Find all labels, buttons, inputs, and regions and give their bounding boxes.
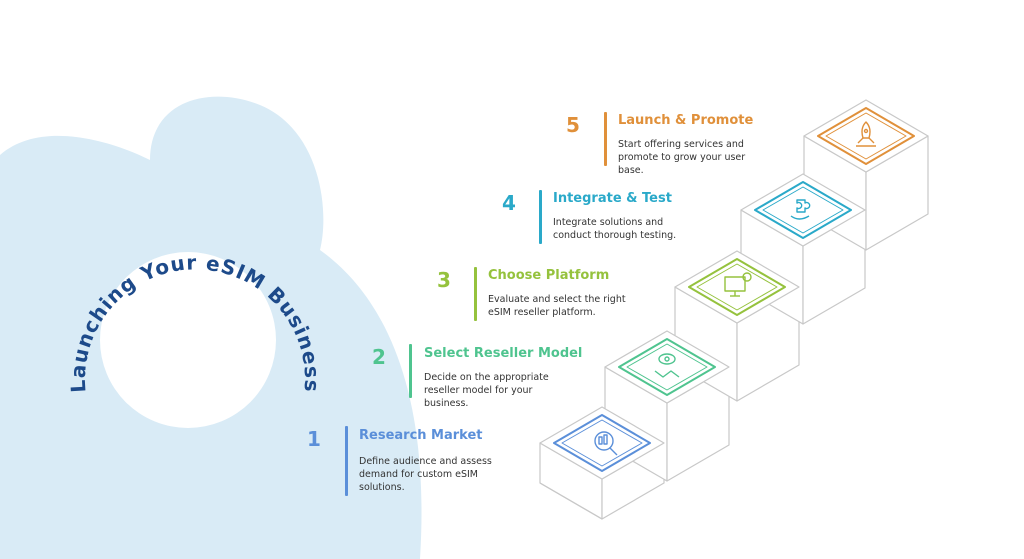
stair-highlight	[754, 181, 852, 239]
stair-highlight-inner	[825, 112, 907, 160]
step-title: Choose Platform	[488, 268, 610, 283]
step-number: 4	[502, 191, 516, 215]
stair-highlight-inner	[696, 263, 778, 311]
step-description: Evaluate and select the right eSIM resel…	[488, 294, 626, 318]
step-title: Launch & Promote	[618, 113, 754, 128]
step-title: Integrate & Test	[553, 191, 672, 206]
step-number: 3	[437, 268, 451, 292]
step-accent-bar	[409, 344, 412, 398]
step-description: Define audience and assess demand for cu…	[359, 456, 492, 493]
stair-highlight	[618, 338, 716, 396]
blob-shape	[0, 96, 422, 559]
step-description: Start offering services and promote to g…	[618, 139, 746, 176]
stair-highlight-inner	[561, 419, 643, 467]
step-number: 1	[307, 427, 321, 451]
stair-base	[539, 482, 603, 520]
magnifier-chart-icon	[594, 431, 618, 456]
stair-highlight	[817, 107, 915, 165]
step-accent-bar	[539, 190, 542, 244]
step-accent-bar	[474, 267, 477, 321]
puzzle-hand-icon	[790, 199, 811, 220]
step-title: Select Reseller Model	[424, 346, 583, 361]
step-description: Integrate solutions and conduct thorough…	[553, 217, 677, 241]
step-description: Decide on the appropriate reseller model…	[424, 372, 549, 409]
step-number: 2	[372, 345, 386, 369]
monitor-gear-icon	[724, 272, 752, 297]
step-accent-bar	[604, 112, 607, 166]
step-title: Research Market	[359, 428, 483, 443]
stair-highlight-inner	[762, 186, 844, 234]
stair-highlight-inner	[626, 343, 708, 391]
step-accent-bar	[345, 426, 348, 496]
rocket-icon	[856, 121, 876, 147]
step-number: 5	[566, 113, 580, 137]
stair-highlight	[688, 258, 786, 316]
eye-handshake-icon	[654, 353, 680, 378]
